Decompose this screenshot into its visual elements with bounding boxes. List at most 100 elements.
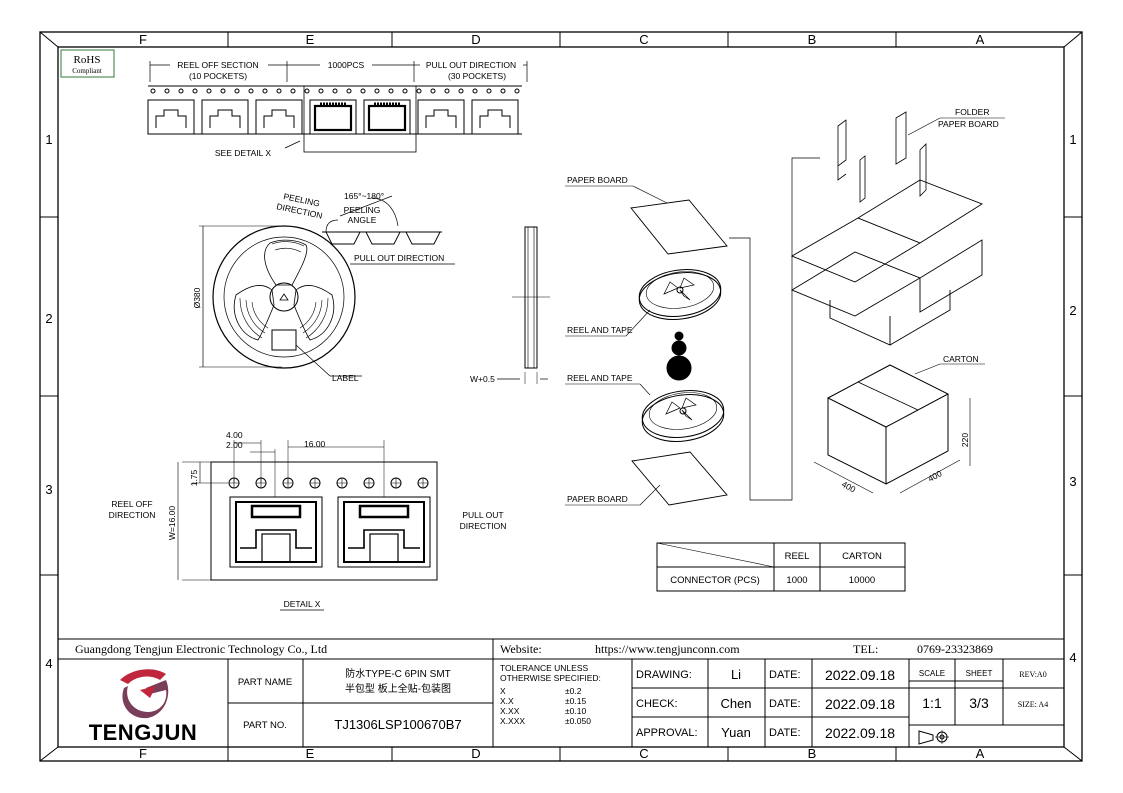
zone-col-top: D	[471, 32, 480, 47]
rohs-text: RoHS	[74, 54, 101, 66]
zone-row-right: 3	[1069, 474, 1076, 489]
approval-value: Yuan	[721, 725, 751, 740]
detail-connector	[229, 496, 323, 568]
reel-and-tape-label-2: REEL AND TAPE	[567, 373, 633, 383]
approval-label: APPROVAL:	[636, 727, 698, 739]
reel-off-pockets-label: (10 POCKETS)	[189, 71, 247, 81]
part-name-line-2: 半包型 板上全贴-包装图	[345, 682, 451, 695]
zone-row-right: 4	[1069, 650, 1076, 665]
tolerance-line-1: TOLERANCE UNLESS	[500, 663, 589, 673]
zone-col-bottom: A	[976, 746, 985, 761]
carton-label: CARTON	[943, 354, 979, 364]
pull-out-pockets-label: (30 POCKETS)	[448, 71, 506, 81]
paper-board-top-label: PAPER BOARD	[567, 175, 628, 185]
pull-out-direction-label: PULL OUT DIRECTION	[426, 60, 516, 70]
drawing-value: Li	[731, 667, 741, 682]
zone-row-left: 4	[45, 656, 52, 671]
zone-col-bottom: F	[139, 746, 147, 761]
check-value: Chen	[720, 696, 751, 711]
folder-paper-board-label: PAPER BOARD	[938, 119, 999, 129]
tolerance-key: X.XX	[500, 706, 520, 716]
website-url: https://www.tengjunconn.com	[595, 642, 740, 656]
date-label: DATE:	[769, 669, 801, 681]
tolerance-value: ±0.2	[565, 686, 582, 696]
date-label: DATE:	[769, 698, 801, 710]
scale-label: SCALE	[919, 669, 945, 678]
tel-label: TEL:	[853, 642, 878, 656]
corner-line	[1063, 31, 1083, 48]
sheet-value: 3/3	[969, 695, 989, 711]
company-name: Guangdong Tengjun Electronic Technology …	[75, 642, 327, 656]
packing-labels: PAPER BOARD REEL AND TAPE REEL AND TAPE …	[567, 107, 999, 504]
detail-connector	[337, 496, 431, 568]
detail-sprocket-holes	[228, 477, 429, 489]
table-cell-carton: 10000	[849, 575, 875, 586]
pull-out-label: PULL OUT	[462, 510, 503, 520]
detail-x-view	[177, 440, 438, 611]
label-callout: LABEL	[332, 373, 359, 383]
pull-out-direction-label: DIRECTION	[460, 521, 507, 531]
detail-x-title: DETAIL X	[284, 599, 321, 609]
quantity-table-text: REEL CARTON CONNECTOR (PCS) 1000 10000	[670, 551, 882, 586]
title-block-text: Guangdong Tengjun Electronic Technology …	[75, 642, 1048, 741]
reel-off-direction-label: DIRECTION	[109, 510, 156, 520]
paper-size-value: SIZE: A4	[1018, 700, 1048, 709]
reel-off-label: REEL OFF	[111, 499, 152, 509]
tengjun-logo-icon: TENGJUN	[89, 669, 198, 745]
table-cell-reel: 1000	[786, 575, 807, 586]
tolerance-key: X.X	[500, 696, 514, 706]
zone-col-bottom: E	[306, 746, 315, 761]
date-value: 2022.09.18	[825, 667, 895, 683]
tel-number: 0769-23323869	[917, 642, 993, 656]
zone-col-top: B	[808, 32, 817, 47]
packing-illustration	[565, 111, 1005, 506]
reel-side-view	[497, 226, 550, 384]
drawing-label: DRAWING:	[636, 669, 692, 681]
tape-pockets	[147, 99, 519, 135]
zone-col-bottom: B	[808, 746, 817, 761]
title-block-grid	[58, 638, 1064, 747]
zone-col-top: A	[976, 32, 985, 47]
zone-col-bottom: D	[471, 746, 480, 761]
zone-ticks	[40, 32, 1082, 761]
projection-symbol-icon	[918, 730, 949, 745]
check-label: CHECK:	[636, 698, 678, 710]
corner-line	[39, 746, 59, 762]
zone-row-right: 2	[1069, 303, 1076, 318]
logo-wordmark: TENGJUN	[89, 720, 198, 745]
width-label: W+0.5	[470, 374, 495, 384]
rohs-stamp: RoHS Compliant	[60, 49, 115, 78]
tolerance-key: X.XXX	[500, 716, 525, 726]
tape-strip-labels: REEL OFF SECTION (10 POCKETS) 1000PCS PU…	[177, 60, 516, 158]
quantity-table	[656, 542, 906, 592]
angle-label: 165°~180°	[344, 191, 384, 201]
date-value: 2022.09.18	[825, 696, 895, 712]
table-row-label: CONNECTOR (PCS)	[670, 575, 760, 586]
see-detail-label: SEE DETAIL X	[215, 148, 272, 158]
dim-4-label: 4.00	[226, 430, 243, 440]
reel-off-section-label: REEL OFF SECTION	[177, 60, 258, 70]
tape-strip	[147, 61, 528, 153]
part-name-label: PART NAME	[238, 677, 292, 688]
sprocket-holes	[150, 88, 520, 94]
paper-board-bottom-label: PAPER BOARD	[567, 494, 628, 504]
zone-col-top: C	[639, 32, 648, 47]
table-header-reel: REEL	[785, 551, 810, 562]
zone-row-left: 3	[45, 482, 52, 497]
tolerance-value: ±0.10	[565, 706, 586, 716]
sheet-label: SHEET	[966, 669, 993, 678]
dim-400-label: 400	[840, 479, 857, 495]
dim-175-label: 1.75	[189, 469, 199, 486]
peeling-angle-label-2: ANGLE	[348, 215, 377, 225]
date-label: DATE:	[769, 727, 801, 739]
zone-row-left: 2	[45, 311, 52, 326]
zone-col-top: E	[306, 32, 315, 47]
tolerance-key: X	[500, 686, 506, 696]
part-no-value: TJ1306LSP100670B7	[334, 717, 461, 732]
folder-label: FOLDER	[955, 107, 989, 117]
table-header-carton: CARTON	[842, 551, 882, 562]
pull-out-direction-label: PULL OUT DIRECTION	[354, 253, 444, 263]
dim-2-label: 2.00	[226, 440, 243, 450]
date-value: 2022.09.18	[825, 725, 895, 741]
revision-value: REV:A0	[1019, 670, 1046, 679]
